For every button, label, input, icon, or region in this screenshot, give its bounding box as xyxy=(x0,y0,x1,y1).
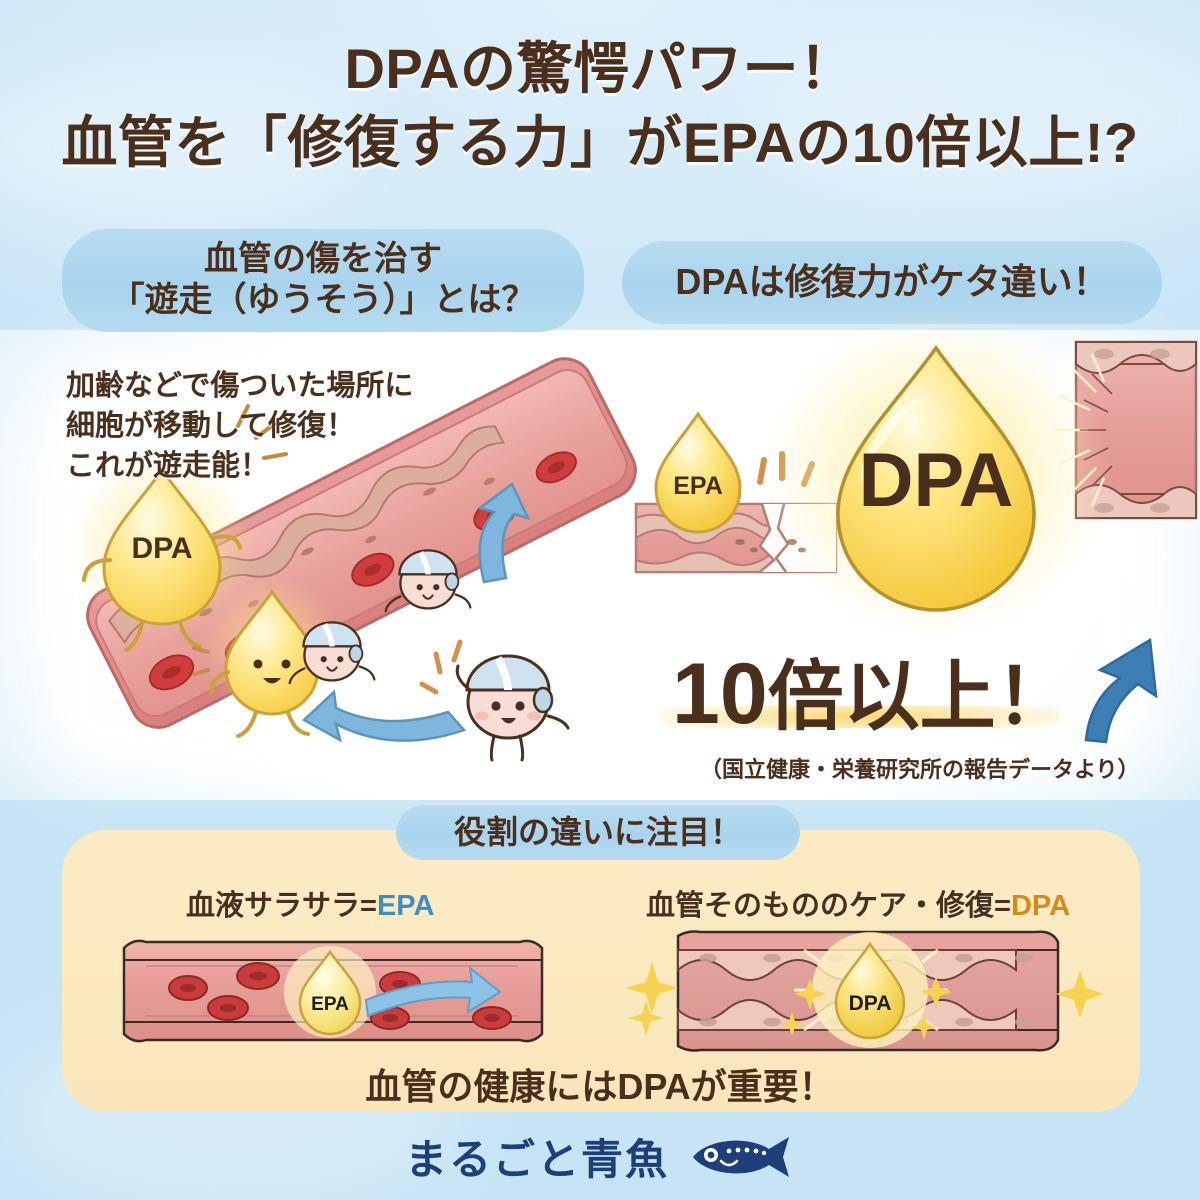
svg-text:DPA: DPA xyxy=(131,532,192,565)
title-line-1: DPAの驚愕パワー！ xyxy=(344,37,856,100)
conclusion-text: 血管の健康にはDPAが重要！ xyxy=(365,1066,835,1107)
flow-arrow-icon xyxy=(364,965,502,1018)
desc-line-3-plain: これが xyxy=(66,450,154,483)
emphasis-lines xyxy=(419,639,463,695)
epa-drop-small: EPA xyxy=(654,411,742,534)
title-line2-part-a: 血管を xyxy=(61,111,231,175)
title-line2-part-b: がEPAの xyxy=(626,111,852,175)
brand-name: まるごと青魚 xyxy=(404,1138,669,1184)
svg-text:EPA: EPA xyxy=(673,472,723,500)
title-line2-part-c: 以上!? xyxy=(971,111,1139,175)
caption-dpa-text: 血管そのもののケア・修復= xyxy=(646,890,1011,922)
caption-epa-accent: EPA xyxy=(376,890,435,922)
footer-brand: まるごと青魚 xyxy=(0,1126,1200,1187)
title-highlight-tenfold: 10倍 xyxy=(852,110,972,176)
helmet-cell-character-front xyxy=(419,639,570,762)
sparkle-icon xyxy=(626,962,1104,1040)
caption-dpa-accent: DPA xyxy=(1010,890,1071,922)
desc-line-3-highlight: 遊走能！ xyxy=(151,446,272,486)
caption-epa: 血液サラサラ=EPA xyxy=(186,882,434,924)
svg-text:DPA: DPA xyxy=(849,992,892,1015)
epa-drop-bottom: EPA xyxy=(298,949,362,1036)
multiplier-text: 10倍以上！ xyxy=(672,648,1072,740)
right-repair-illustration: EPA xyxy=(634,311,1198,641)
dpa-drop-large: DPA xyxy=(836,345,1036,612)
helmet-cell-character xyxy=(288,621,376,685)
caption-epa-text: 血液サラサラ= xyxy=(186,890,377,922)
bottom-vessel-dpa: DPA xyxy=(626,930,1104,1052)
left-description: 加齢などで傷ついた場所に 細胞が移動して修復！ これが遊走能！ xyxy=(66,366,486,486)
dpa-drop-character-mid xyxy=(202,578,342,738)
desc-line-1: 加齢などで傷ついた場所に xyxy=(66,370,414,402)
helmet-cell-character xyxy=(384,549,472,613)
citation-text: （国立健康・栄養研究所の報告データより） xyxy=(700,757,1140,782)
svg-text:EPA: EPA xyxy=(311,994,349,1015)
arrow-up-right-icon xyxy=(1084,637,1158,744)
cloud-wash-2 xyxy=(760,20,1200,220)
left-vessel-illustration: DPA xyxy=(70,357,637,743)
red-blood-cells xyxy=(168,962,512,1030)
multiplier-number: 10 xyxy=(672,646,768,742)
tenfold-highlight-bar xyxy=(660,706,1060,728)
sparkle-lines-left xyxy=(236,404,288,460)
dpa-drop-character-large: DPA xyxy=(82,467,242,652)
title-line-2: 血管を「修復する力」がEPAの10倍以上!? xyxy=(0,110,1200,176)
dpa-drop-bottom: DPA xyxy=(834,941,906,1040)
left-heading-line-1: 血管の傷を治す xyxy=(204,240,442,279)
desc-line-2: 細胞が移動して修復！ xyxy=(66,410,356,443)
page-title: DPAの驚愕パワー！ 血管を「修復する力」がEPAの10倍以上!? xyxy=(0,36,1200,176)
arrow-up-icon xyxy=(477,482,531,584)
left-heading-line-2: 「遊走（ゆうそう）」とは？ xyxy=(110,281,536,319)
section-heading-bottom: 役割の違いに注目！ xyxy=(396,804,800,860)
fish-icon xyxy=(693,1136,789,1177)
multiplier-suffix: 倍以上！ xyxy=(767,655,1072,740)
title-highlight-repair: 「修復する力」 xyxy=(231,110,627,176)
arrow-curve-left-icon xyxy=(301,689,467,743)
svg-text:DPA: DPA xyxy=(859,438,1014,523)
section-heading-right: DPAは修復力がケタ違い！ xyxy=(622,240,1162,324)
section-heading-left: 血管の傷を治す 「遊走（ゆうそう）」とは？ xyxy=(62,228,584,332)
caption-dpa: 血管そのもののケア・修復=DPA xyxy=(646,882,1070,924)
bottom-vessel-epa: EPA xyxy=(122,939,544,1043)
